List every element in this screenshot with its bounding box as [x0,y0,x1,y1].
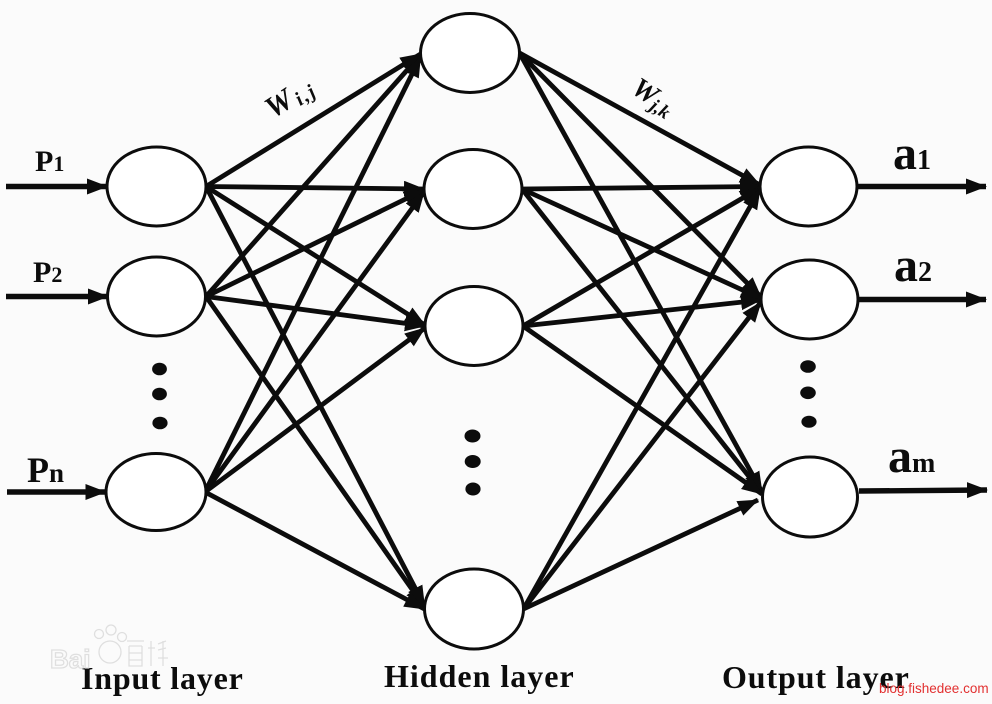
svg-text:P2: P2 [33,256,62,289]
svg-text:a1: a1 [893,127,931,180]
svg-text:P1: P1 [35,145,64,178]
svg-text:Input layer: Input layer [81,660,244,696]
svg-text:Bai: Bai [50,644,90,674]
svg-text:blog.fishedee.com: blog.fishedee.com [879,681,989,696]
svg-text:Wi,j: Wi,j [259,69,322,127]
svg-text:a2: a2 [894,239,932,292]
svg-text:am: am [888,430,935,483]
svg-text:Output layer: Output layer [722,659,910,695]
svg-text:Hidden layer: Hidden layer [384,658,575,694]
svg-text:Pn: Pn [27,450,64,490]
